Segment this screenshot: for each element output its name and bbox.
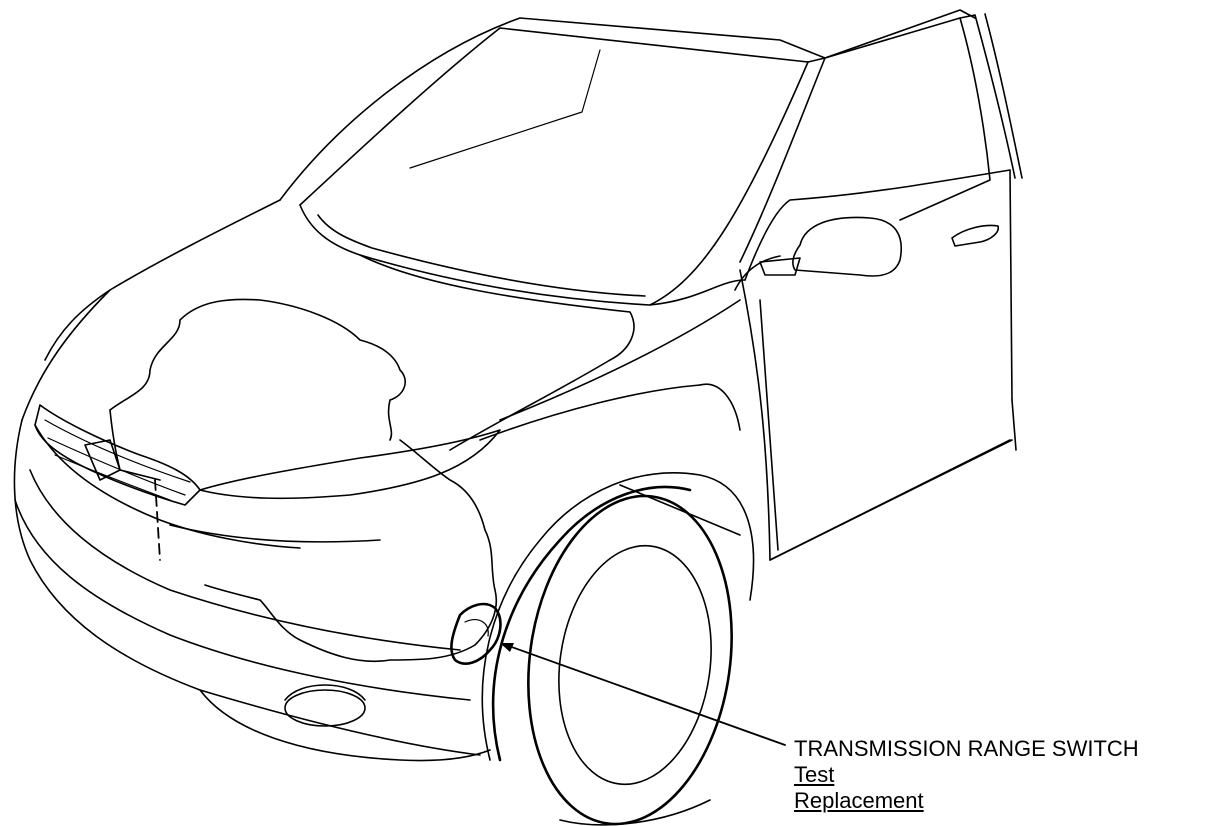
component-callout: TRANSMISSION RANGE SWITCH Test Replaceme… [794,736,1139,814]
transaxle-cutaway [109,298,498,663]
component-label: TRANSMISSION RANGE SWITCH [794,736,1139,761]
transmission-range-switch-part [450,602,502,665]
test-link[interactable]: Test [794,762,835,787]
car-body-outline [13,9,1023,826]
callout-leader [500,643,786,746]
replacement-link[interactable]: Replacement [794,788,924,813]
